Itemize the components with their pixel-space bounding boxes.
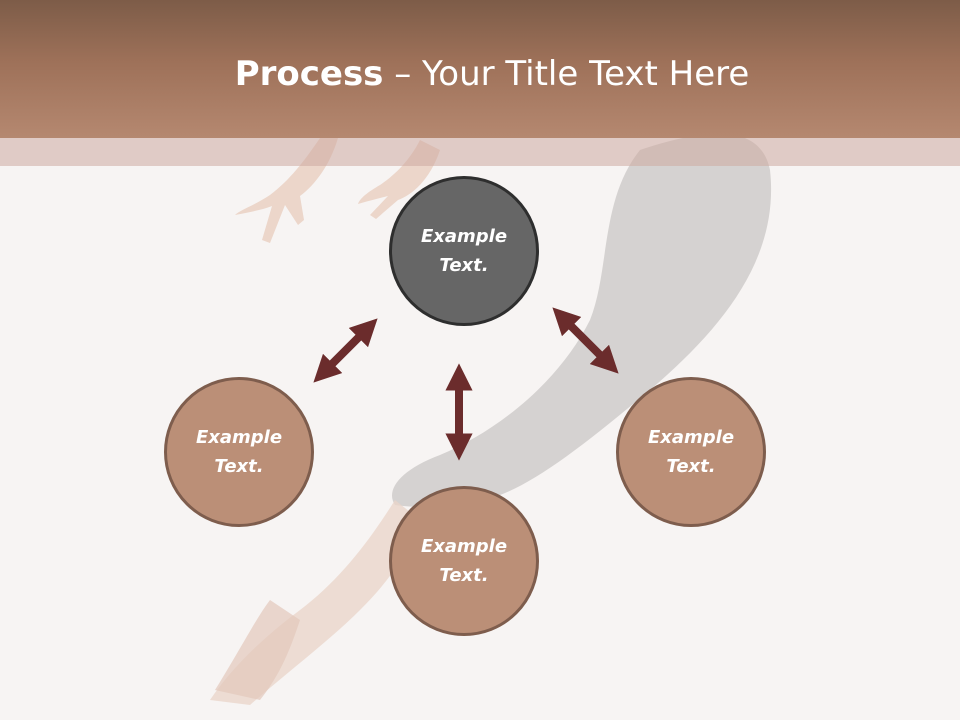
node-top-label: Example Text.	[420, 226, 508, 276]
node-right: Example Text.	[616, 377, 766, 527]
node-bottom: Example Text.	[389, 486, 539, 636]
node-top: Example Text.	[389, 176, 539, 326]
node-left: Example Text.	[164, 377, 314, 527]
arrow-top-right	[552, 307, 619, 374]
header-accent-strip	[0, 138, 960, 166]
node-right-label: Example Text.	[647, 427, 735, 477]
page-title: Process – Your Title Text Here	[0, 52, 960, 96]
node-bottom-label: Example Text.	[420, 536, 508, 586]
title-header-bar	[0, 0, 960, 138]
title-bold: Process	[234, 54, 384, 94]
title-rest: – Your Title Text Here	[383, 54, 750, 94]
node-left-label: Example Text.	[195, 427, 283, 477]
arrow-top-left	[313, 318, 378, 383]
